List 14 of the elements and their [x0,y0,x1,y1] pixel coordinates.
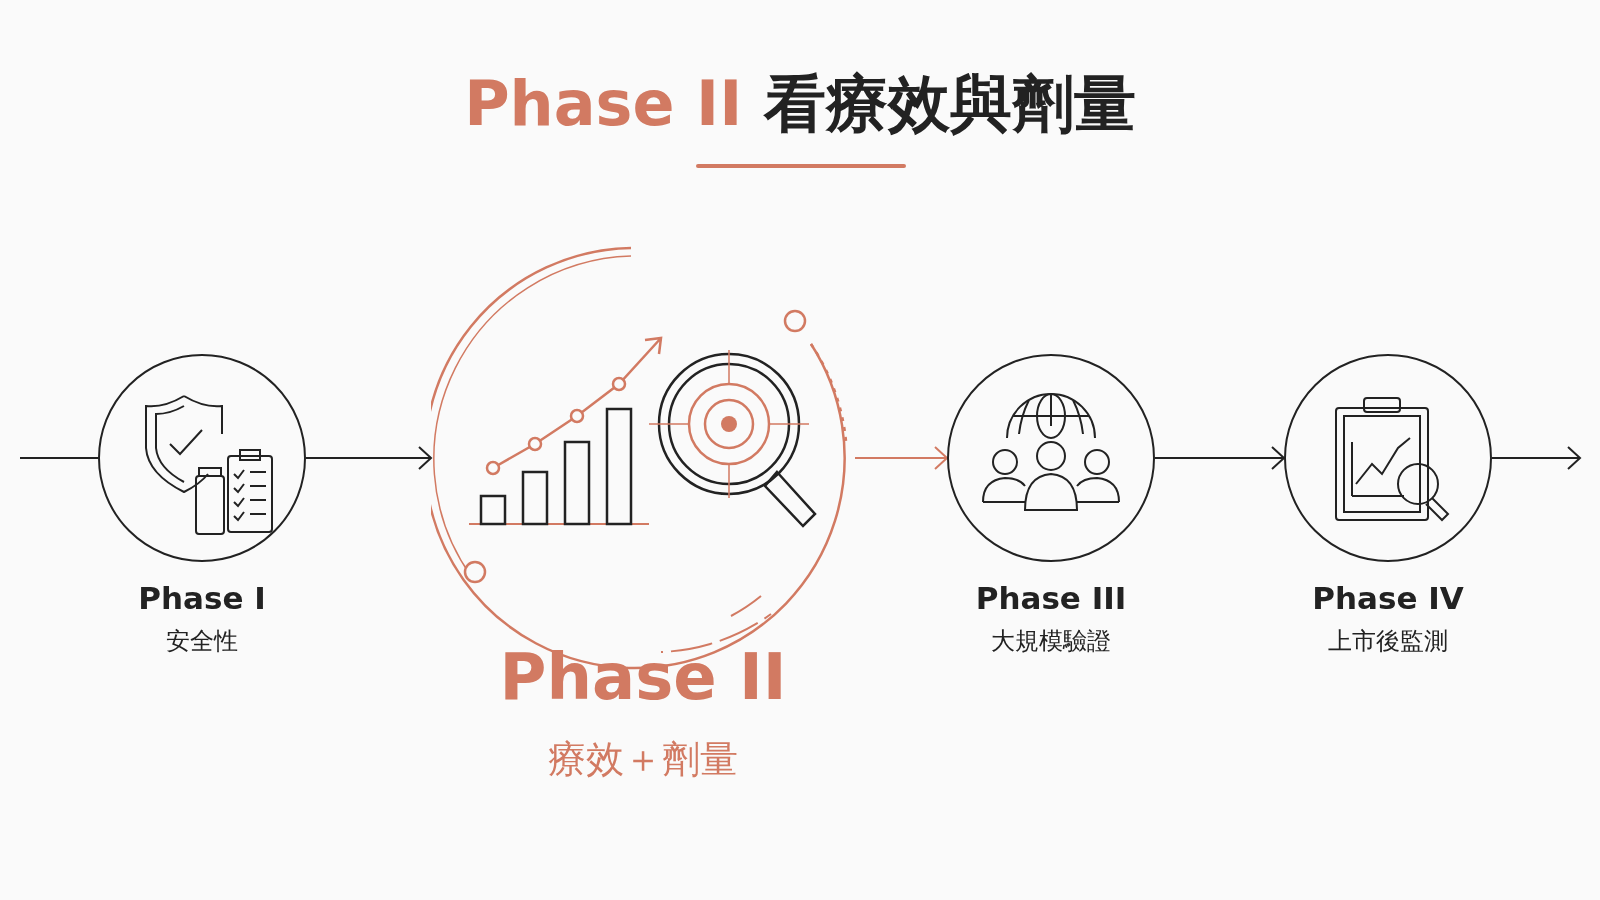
connector-line [19,457,99,459]
phase-description: 上市後監測 [1327,626,1449,657]
phase-description: 療效＋劑量 [547,736,739,783]
phase-description: 安全性 [165,626,239,657]
phase-name: Phase I [137,580,267,616]
phase-name: Phase II [498,640,788,714]
arrow [854,446,948,470]
phase-description: 大規模驗證 [990,626,1112,657]
phase-name: Phase III [974,580,1128,616]
arrow [1154,446,1285,470]
arrow [305,446,432,470]
arrow [1491,446,1581,470]
phase-name: Phase IV [1311,580,1465,616]
title: Phase II 看療效與劑量 [463,66,1137,142]
